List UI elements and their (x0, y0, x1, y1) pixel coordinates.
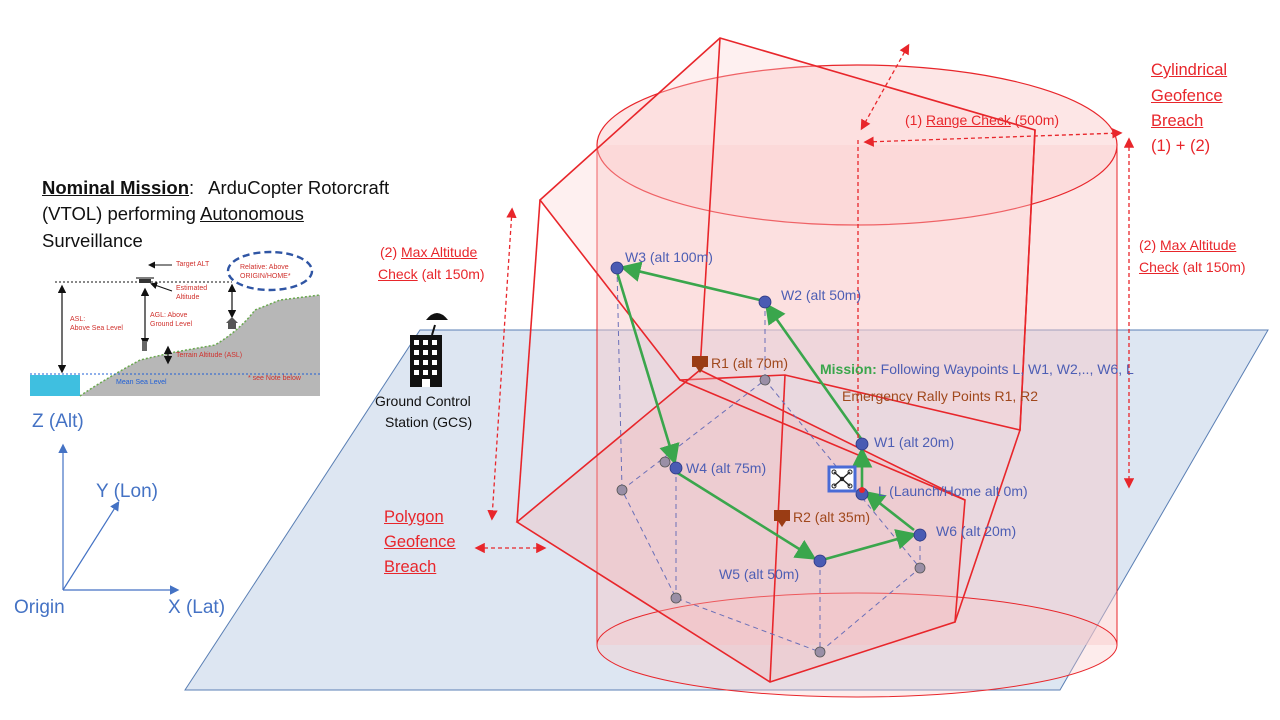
drone-icon (827, 465, 857, 493)
nominal-mission-line2: (VTOL) performing Autonomous (42, 201, 304, 226)
mission-label: Mission: (820, 361, 877, 377)
waypoint-w6 (913, 528, 927, 542)
left-max-altitude-line1: (2) Max Altitude (380, 244, 477, 260)
nominal-mission-colon: : (189, 177, 195, 198)
ground-plane (184, 329, 1269, 691)
cylindrical-geofence (596, 64, 1118, 698)
inset-target-alt: Target ALT (176, 261, 210, 268)
rally-r2-label: R2 (alt 35m) (793, 509, 871, 525)
waypoint-w2 (758, 295, 772, 309)
waypoint-w4-label: W4 (alt 75m) (686, 460, 767, 476)
left-max-alt-suffix: (alt 150m) (417, 266, 485, 282)
range-check-suffix: (500m) (1010, 112, 1060, 128)
inset-relative-2: ORIGIN/HOME* (240, 273, 291, 280)
inset-agl-2: Ground Level (150, 321, 193, 328)
right-max-altitude-line2: Check (alt 150m) (1139, 259, 1246, 275)
mission-text: Following Waypoints L, W1, W2,.., W6, L (876, 361, 1134, 377)
waypoint-l-label: L (Launch/Home alt 0m) (878, 483, 1028, 499)
waypoint-w3 (610, 261, 624, 275)
nominal-mission-autonomous: Autonomous (200, 203, 304, 224)
nominal-mission-line2-prefix: (VTOL) performing (42, 203, 200, 224)
right-max-alt-check-link[interactable]: Check (1139, 259, 1179, 275)
inset-drone-icon (136, 277, 154, 283)
rally-points-description: Emergency Rally Points R1, R2 (842, 388, 1039, 404)
cylindrical-breach-1[interactable]: Cylindrical (1151, 61, 1228, 79)
gcs-label-1: Ground Control (375, 393, 471, 409)
coordinate-axes (58, 443, 180, 595)
ground-control-station-icon (410, 313, 448, 387)
waypoint-w5-label: W5 (alt 50m) (719, 566, 800, 582)
range-check-link[interactable]: Range Check (926, 112, 1011, 128)
nominal-mission-heading: Nominal Mission (42, 177, 189, 198)
range-check-prefix: (1) (905, 112, 926, 128)
inset-antenna-icon (142, 341, 147, 351)
mission-path (615, 261, 918, 562)
right-max-altitude-line1: (2) Max Altitude (1139, 237, 1236, 253)
check-arrows (474, 43, 1135, 554)
cylindrical-breach-2[interactable]: Geofence (1151, 87, 1223, 105)
waypoint-dots (610, 261, 927, 568)
right-max-alt-prefix: (2) (1139, 237, 1160, 253)
mission-description: Mission: Following Waypoints L, W1, W2,.… (820, 361, 1134, 377)
polygon-breach-2[interactable]: Geofence (384, 533, 456, 551)
waypoint-w1-label: W1 (alt 20m) (874, 434, 955, 450)
gcs-label-2: Station (GCS) (385, 414, 473, 430)
waypoint-w4 (669, 461, 683, 475)
inset-msl: Mean Sea Level (116, 379, 167, 386)
inset-estimated-1: Estimated (176, 285, 208, 292)
rally-r1-label: R1 (alt 70m) (711, 355, 789, 371)
axis-origin-label: Origin (14, 597, 65, 618)
inset-asl-2: Above Sea Level (70, 325, 123, 332)
cylindrical-breach-4: (1) + (2) (1151, 137, 1211, 155)
cylindrical-breach-3[interactable]: Breach (1151, 112, 1204, 130)
inset-estimated-2: Altitude (176, 294, 200, 301)
left-max-altitude-line2: Check (alt 150m) (378, 266, 485, 282)
rally-r1-marker (692, 356, 708, 367)
inset-relative-1: Relative: Above (240, 264, 289, 271)
waypoint-w3-label: W3 (alt 100m) (625, 249, 713, 265)
left-max-alt-link[interactable]: Max Altitude (401, 244, 478, 260)
left-max-alt-prefix: (2) (380, 244, 401, 260)
inset-asl-1: ASL: (70, 316, 86, 323)
rally-markers (692, 356, 790, 527)
axis-z-label: Z (Alt) (32, 411, 84, 432)
waypoint-w1 (855, 437, 869, 451)
waypoint-w2-label: W2 (alt 50m) (781, 287, 862, 303)
inset-note: * see Note below (248, 375, 301, 382)
right-max-alt-link[interactable]: Max Altitude (1160, 237, 1237, 253)
home-icon (226, 317, 238, 329)
axis-y-label: Y (Lon) (96, 481, 158, 502)
nominal-mission-line1: ArduCopter Rotorcraft (208, 177, 390, 198)
waypoint-w5 (813, 554, 827, 568)
right-max-alt-suffix: (alt 150m) (1178, 259, 1246, 275)
polygon-breach-3[interactable]: Breach (384, 558, 437, 576)
polygon-breach-1[interactable]: Polygon (384, 508, 444, 526)
range-check-label: (1) Range Check (500m) (905, 112, 1059, 128)
waypoint-w6-label: W6 (alt 20m) (936, 523, 1017, 539)
axis-x-label: X (Lat) (168, 597, 226, 618)
inset-terrain: Terrain Altitude (ASL) (176, 352, 243, 359)
nominal-mission-line3: Surveillance (42, 230, 143, 251)
altitude-reference-inset (30, 250, 321, 397)
rally-r2-marker (774, 510, 790, 521)
nominal-mission-title: Nominal Mission: ArduCopter Rotorcraft (42, 175, 389, 200)
left-max-alt-check-link[interactable]: Check (378, 266, 418, 282)
inset-agl-1: AGL: Above (150, 312, 188, 319)
